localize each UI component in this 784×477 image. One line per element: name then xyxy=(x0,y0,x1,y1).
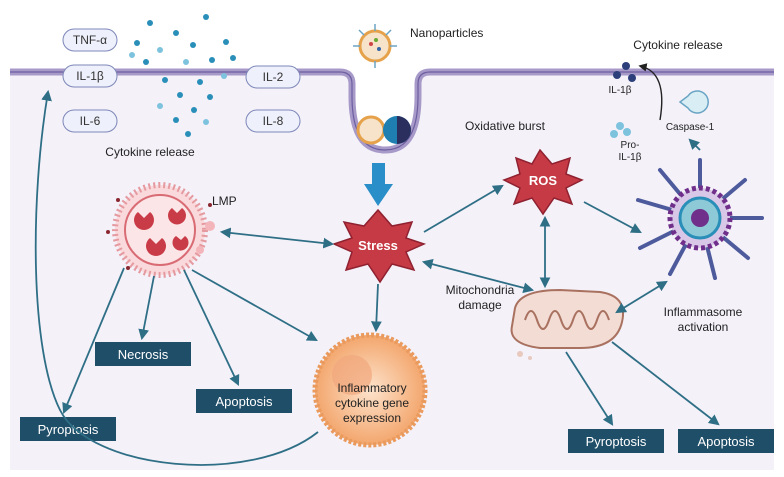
stress-burst: Stress xyxy=(331,208,427,284)
pyroptosis-left-label: Pyroptosis xyxy=(38,422,99,437)
cytokine-label: IL-8 xyxy=(263,114,284,128)
cytokine-pill-il8: IL-8 xyxy=(245,109,301,133)
endosome-particles xyxy=(356,115,411,145)
apoptosis-left-box: Apoptosis xyxy=(196,389,292,413)
stress-mito-arrow xyxy=(421,258,535,294)
stress-label: Stress xyxy=(358,238,398,253)
apoptosis-left-label: Apoptosis xyxy=(215,394,273,409)
pro-il1b-label-2: IL-1β xyxy=(619,152,642,163)
cytokine-label: IL-6 xyxy=(80,114,101,128)
nucleus: Inflammatory cytokine gene expression xyxy=(312,332,428,448)
inflammasome-caspase-arrow xyxy=(688,138,701,151)
pyroptosis-right-box: Pyroptosis xyxy=(568,429,664,453)
inflammasome-label-2: activation xyxy=(678,320,729,334)
cytokine-pill-il6: IL-6 xyxy=(62,109,118,133)
oxidative-burst-label: Oxidative burst xyxy=(465,119,546,133)
apoptosis-right-label: Apoptosis xyxy=(697,434,755,449)
ros-burst: ROS xyxy=(502,148,584,216)
mitochondrion xyxy=(510,288,624,360)
pyroptosis-left-box: Pyroptosis xyxy=(20,417,116,441)
stress-ros-arrow xyxy=(423,184,504,233)
lysosome-necrosis-arrow xyxy=(138,275,155,341)
cytokine-pill-tnf: TNF-α xyxy=(62,28,118,52)
pyroptosis-right-label: Pyroptosis xyxy=(586,434,647,449)
cytokine-label: IL-1β xyxy=(76,69,104,83)
pro-il1b-label-1: Pro- xyxy=(621,140,640,151)
nucleus-label-3: expression xyxy=(343,411,401,425)
mito-inflammasome-arrow xyxy=(615,280,668,314)
necrosis-box: Necrosis xyxy=(95,342,191,366)
apoptosis-right-box: Apoptosis xyxy=(678,429,774,453)
nucleus-label-1: Inflammatory xyxy=(337,381,406,395)
il1b-label: IL-1β xyxy=(609,85,632,96)
cytokine-dots xyxy=(129,14,236,137)
cytokine-pill-il2: IL-2 xyxy=(245,65,301,89)
ros-inflammasome-arrow xyxy=(583,201,642,234)
caspase-arrow xyxy=(638,63,663,121)
stress-nucleus-arrow xyxy=(370,283,382,333)
mito-damage-label-1: Mitochondria xyxy=(446,283,515,297)
ros-label: ROS xyxy=(529,173,558,188)
mito-apoptosis-arrow xyxy=(611,341,720,426)
caspase-pacman-icon xyxy=(678,90,709,114)
lysosome-nucleus-arrow xyxy=(191,269,318,342)
mito-damage-label-2: damage xyxy=(458,298,502,312)
necrosis-label: Necrosis xyxy=(118,347,169,362)
endosome-to-stress-arrow xyxy=(364,163,393,206)
lysosome-pyroptosis-arrow xyxy=(62,267,125,414)
inflammasome-label-1: Inflammasome xyxy=(664,305,743,319)
lysosome xyxy=(106,182,215,278)
lmp-label: LMP xyxy=(212,194,237,208)
nanoparticles-label: Nanoparticles xyxy=(410,26,483,40)
nanoparticle-outside xyxy=(353,24,397,68)
pro-il1b-cluster xyxy=(610,122,631,138)
inflammasome xyxy=(636,158,764,280)
il1b-cluster xyxy=(613,62,636,82)
nucleus-cytokine-release-arrow xyxy=(34,89,319,466)
pathway-arrows xyxy=(34,89,720,466)
cytokine-release-right-label: Cytokine release xyxy=(633,38,723,52)
cytokine-label: IL-2 xyxy=(263,70,284,84)
caspase-label: Caspase-1 xyxy=(666,122,715,133)
cytokine-label: TNF-α xyxy=(73,33,107,47)
nucleus-label-2: cytokine gene xyxy=(335,396,409,410)
cytokine-pill-il1b: IL-1β xyxy=(62,64,118,88)
lysosome-stress-arrow xyxy=(219,227,335,249)
cytokine-release-left-label: Cytokine release xyxy=(105,145,195,159)
lysosome-apoptosis-arrow xyxy=(183,269,240,386)
cell-body xyxy=(10,68,774,470)
mito-pyroptosis-arrow xyxy=(565,351,614,426)
